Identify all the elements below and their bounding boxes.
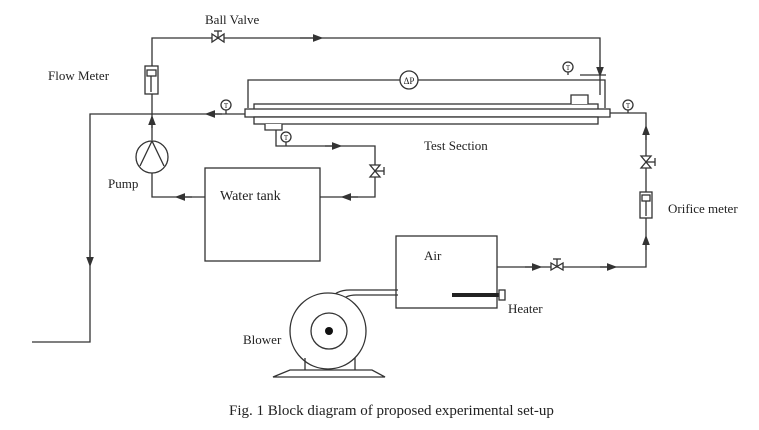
- return-valve-icon: [368, 164, 385, 178]
- orifice-meter-label: Orifice meter: [668, 201, 738, 216]
- air-supply-line: [497, 112, 650, 271]
- water-return-line: [275, 130, 376, 201]
- water-tank: [204, 167, 321, 262]
- svg-text:T: T: [284, 134, 289, 142]
- blower-label: Blower: [243, 332, 282, 347]
- flow-meter-label: Flow Meter: [48, 68, 110, 83]
- svg-text:T: T: [224, 102, 229, 110]
- air-chamber: [395, 235, 498, 309]
- pump-label: Pump: [108, 176, 138, 191]
- orifice-meter-icon: [639, 191, 653, 219]
- blower-icon: [272, 289, 398, 378]
- pump-icon: [135, 139, 169, 174]
- test-section: [244, 79, 611, 131]
- air-label: Air: [424, 248, 442, 263]
- heater-label: Heater: [508, 301, 543, 316]
- air-valve-icon: [550, 258, 564, 272]
- svg-text:T: T: [626, 102, 631, 110]
- ball-valve-icon: [211, 30, 225, 44]
- temperature-gauge-icon: T: [220, 99, 232, 114]
- heater-icon: [452, 289, 506, 301]
- water-supply-line: [148, 34, 604, 140]
- temperature-gauge-icon: T: [562, 61, 606, 76]
- temperature-gauge-icon: T: [280, 131, 292, 146]
- orifice-valve-icon: [639, 155, 656, 169]
- tank-to-pump-line: [151, 173, 205, 201]
- air-exit-line: [32, 110, 245, 343]
- test-section-label: Test Section: [424, 138, 488, 153]
- water-tank-label: Water tank: [220, 189, 281, 204]
- flow-meter-icon: [144, 65, 159, 95]
- svg-text:ΔP: ΔP: [404, 76, 415, 86]
- figure-caption: Fig. 1 Block diagram of proposed experim…: [229, 403, 554, 419]
- pressure-drop-gauge-icon: ΔP: [399, 70, 419, 90]
- temperature-gauge-icon: T: [622, 99, 634, 113]
- ball-valve-label: Ball Valve: [205, 12, 260, 27]
- svg-text:T: T: [566, 64, 571, 72]
